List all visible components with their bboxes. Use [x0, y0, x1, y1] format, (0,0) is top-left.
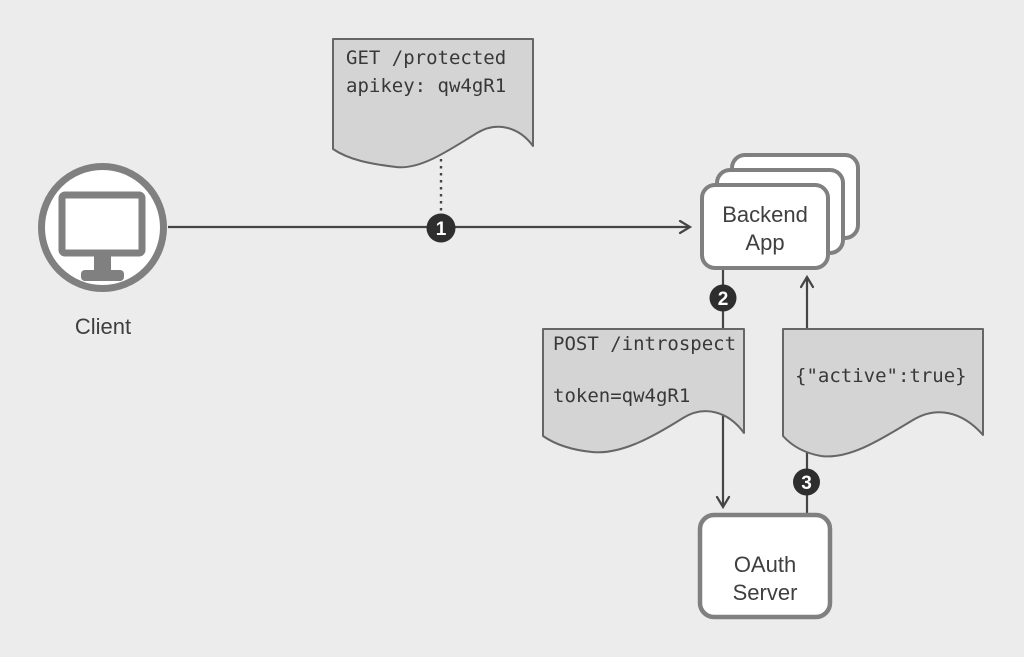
- step-1-badge-number: 1: [436, 219, 447, 240]
- step-1-badge: 1: [426, 213, 456, 243]
- oauth-server-label-line2: Server: [733, 580, 798, 605]
- step-3-badge-number: 3: [801, 473, 812, 494]
- backend-app-card: [700, 183, 830, 270]
- response-note-line1: {"active":true}: [795, 365, 967, 387]
- oauth-server-node: OAuth Server: [697, 512, 833, 620]
- introspect-note-line1: POST /introspect: [553, 333, 736, 355]
- introspect-note-shape: [542, 328, 745, 454]
- request-note-line2: apikey: qw4gR1: [346, 75, 506, 97]
- response-note-shape: [782, 328, 984, 458]
- response-note: {"active":true}: [782, 328, 984, 458]
- step-2-badge-number: 2: [718, 289, 729, 310]
- backend-app-label-line2: App: [745, 230, 784, 255]
- introspect-note-line2: token=qw4gR1: [553, 385, 690, 407]
- step-3-badge: 3: [793, 468, 820, 496]
- introspect-note: POST /introspect token=qw4gR1: [542, 328, 745, 454]
- backend-app-label-line1: Backend: [722, 202, 808, 227]
- computer-monitor-icon: [58, 191, 146, 281]
- step-2-badge: 2: [709, 284, 737, 312]
- request-note-line1: GET /protected: [346, 47, 506, 69]
- oauth-server-label-line1: OAuth: [734, 552, 796, 577]
- request-note: GET /protected apikey: qw4gR1: [332, 38, 534, 169]
- client-label: Client: [75, 314, 131, 339]
- backend-app-node: Backend App: [700, 153, 860, 270]
- request-note-shape: [332, 38, 534, 169]
- oauth-server-card: [697, 512, 833, 620]
- client-node: Client: [38, 163, 167, 339]
